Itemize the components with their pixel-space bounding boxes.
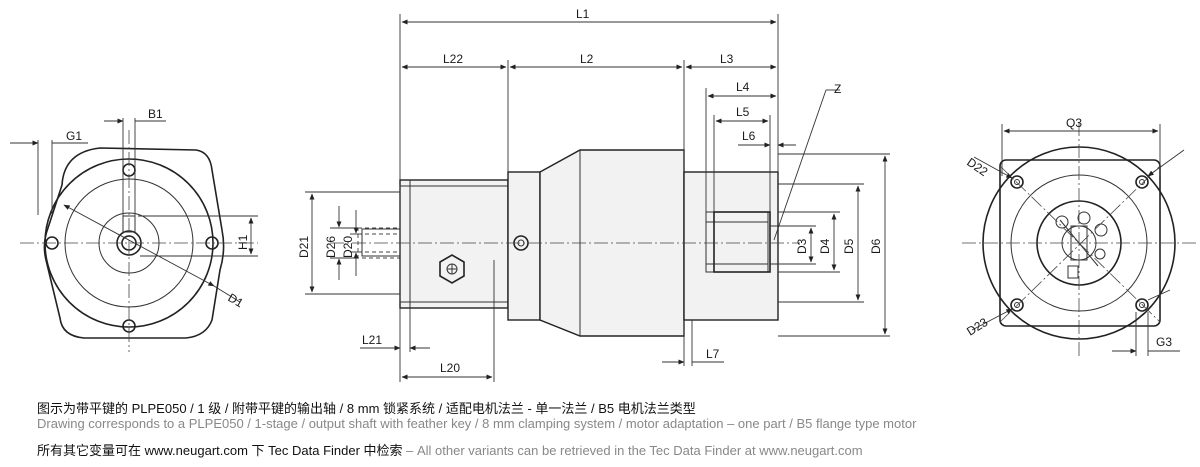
caption-note-cn: 所有其它变量可在 www.neugart.com 下 Tec Data Find… [37,443,403,458]
label-d1: D1 [226,290,247,310]
label-l5: L5 [736,105,750,119]
label-g3: G3 [1156,335,1172,349]
caption-note: 所有其它变量可在 www.neugart.com 下 Tec Data Find… [37,440,863,459]
label-q3: Q3 [1066,116,1082,130]
label-d23: D23 [964,315,990,339]
technical-drawing: G1 B1 H1 D1 [10,7,1196,382]
label-g1: G1 [66,129,82,143]
label-l20: L20 [440,361,460,375]
label-d21: D21 [297,236,311,258]
label-d4: D4 [818,238,832,254]
caption-note-en: – All other variants can be retrieved in… [402,443,863,458]
label-d22: D22 [964,155,990,179]
label-l2: L2 [580,52,594,66]
output-side-front-view: G1 B1 H1 D1 [10,107,258,352]
motor-side-front-view: Q3 D22 D23 G3 [962,116,1196,356]
label-l3: L3 [720,52,734,66]
label-d6: D6 [869,238,883,254]
label-d20: D20 [341,236,355,258]
label-d5: D5 [842,238,856,254]
caption-chinese: 图示为带平键的 PLPE050 / 1 级 / 附带平键的输出轴 / 8 mm … [37,401,696,416]
label-l6: L6 [742,129,756,143]
gearbox-side-view: L1 L22 L2 L3 L4 L5 L6 Z D21 [297,7,890,382]
label-z: Z [834,82,841,96]
label-l22: L22 [443,52,463,66]
caption-english: Drawing corresponds to a PLPE050 / 1-sta… [37,416,917,431]
label-b1: B1 [148,107,163,121]
label-l21: L21 [362,333,382,347]
label-l4: L4 [736,80,750,94]
label-h1: H1 [236,234,250,250]
label-l7: L7 [706,347,720,361]
label-l1: L1 [576,7,590,21]
label-d3: D3 [795,238,809,254]
label-d26: D26 [324,236,338,258]
